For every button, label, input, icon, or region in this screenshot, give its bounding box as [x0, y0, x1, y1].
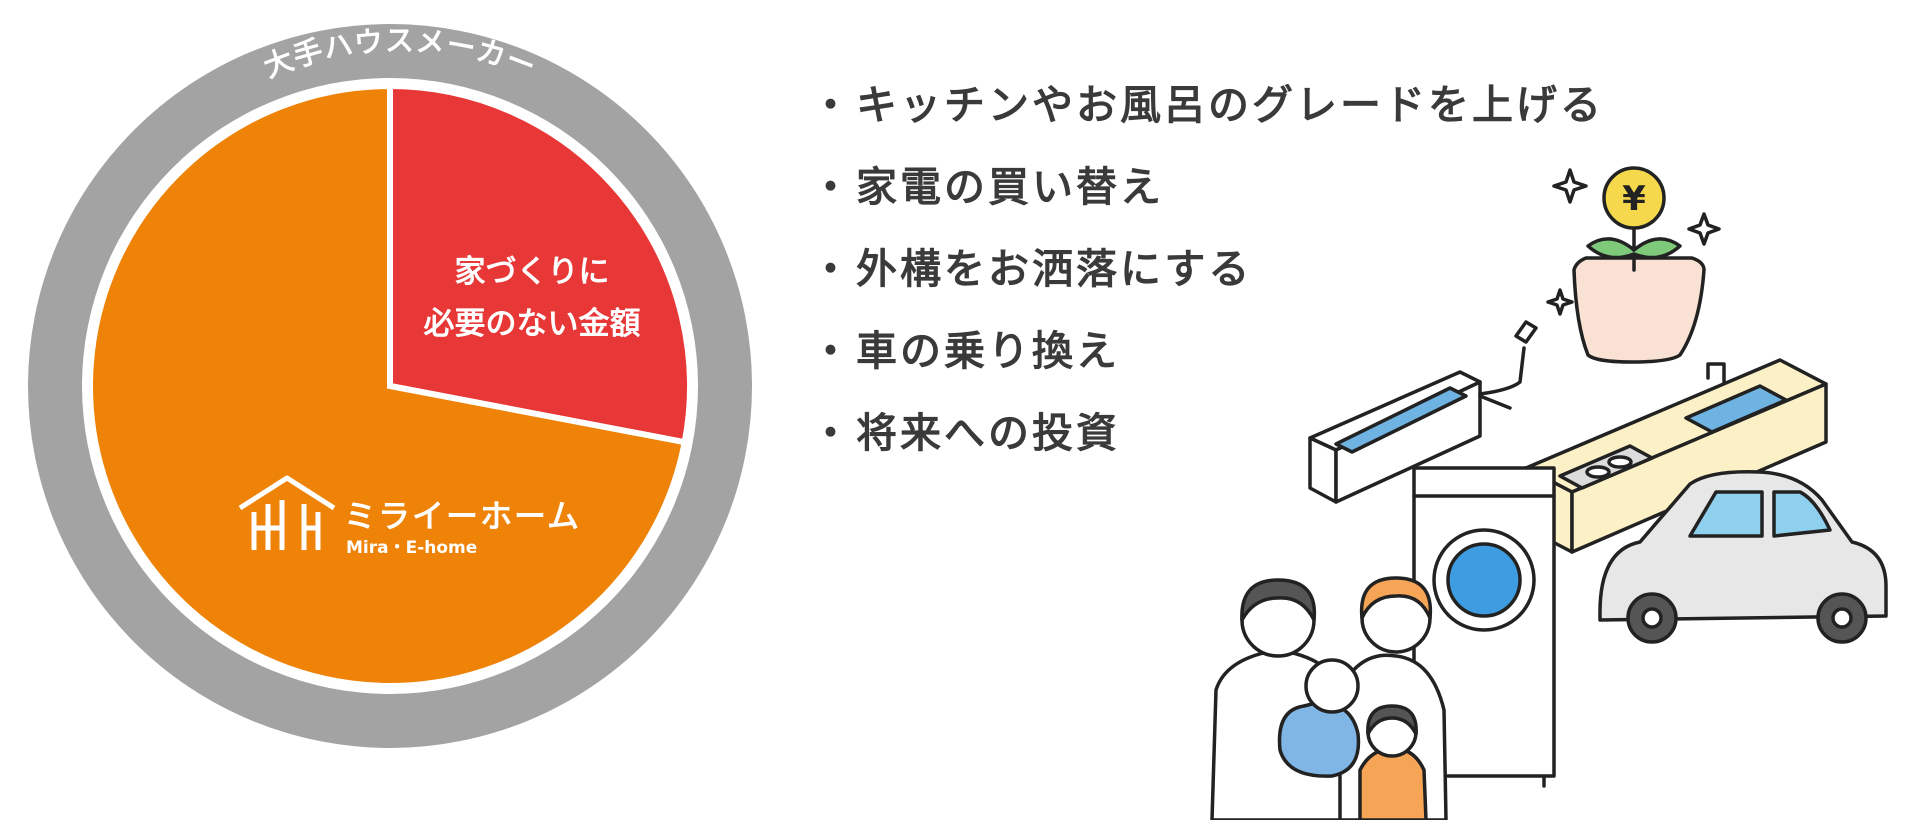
mira-e-home-logo: ミライーホーム Mira・E-home: [238, 475, 581, 558]
logo-name-ja: ミライーホーム: [344, 497, 581, 535]
slice-label-line-2: 必要のない金額: [424, 306, 641, 342]
bullet-dot: ・: [810, 327, 854, 375]
logo-name-en: Mira・E-home: [346, 538, 477, 558]
list-item-text: 車の乗り換え: [856, 327, 1120, 375]
list-item-text: 将来への投資: [856, 409, 1120, 457]
bullet-dot: ・: [810, 81, 854, 129]
car-icon: [1598, 470, 1888, 644]
list-item-text: 外構をお洒落にする: [856, 245, 1253, 293]
list-item: ・車の乗り換え: [810, 318, 1604, 400]
bullet-dot: ・: [810, 163, 854, 211]
bathtub-icon: [1308, 320, 1538, 504]
house-logo-icon: [238, 475, 336, 550]
list-item: ・将来への投資: [810, 400, 1604, 482]
bullet-dot: ・: [810, 245, 854, 293]
slice-mira-e-home: [87, 82, 689, 689]
slice-unnecessary-cost: [387, 82, 693, 446]
savings-pie-chart: 大手ハウスメーカー 家づくりに 必要のない金額 ミライーホーム Mira・E-h…: [28, 24, 752, 748]
list-item-text: 家電の買い替え: [856, 163, 1164, 211]
slice-label-line-1: 家づくりに: [455, 254, 610, 290]
list-item-text: キッチンやお風呂のグレードを上げる: [856, 81, 1604, 129]
yen-symbol: ¥: [1622, 179, 1646, 219]
sparkle-icon: [1546, 288, 1574, 316]
list-item: ・家電の買い替え: [810, 154, 1604, 236]
bullet-dot: ・: [810, 409, 854, 457]
list-item: ・外構をお洒落にする: [810, 236, 1604, 318]
money-plant-icon: ¥: [1546, 166, 1721, 364]
illustration-group: ¥: [1210, 166, 1888, 820]
sparkle-icon: [1552, 168, 1588, 204]
list-item: ・キッチンやお風呂のグレードを上げる: [810, 72, 1604, 154]
sparkle-icon: [1687, 212, 1721, 246]
family-icon: [1210, 576, 1448, 820]
benefit-list: ・キッチンやお風呂のグレードを上げる ・家電の買い替え ・外構をお洒落にする ・…: [810, 72, 1604, 482]
